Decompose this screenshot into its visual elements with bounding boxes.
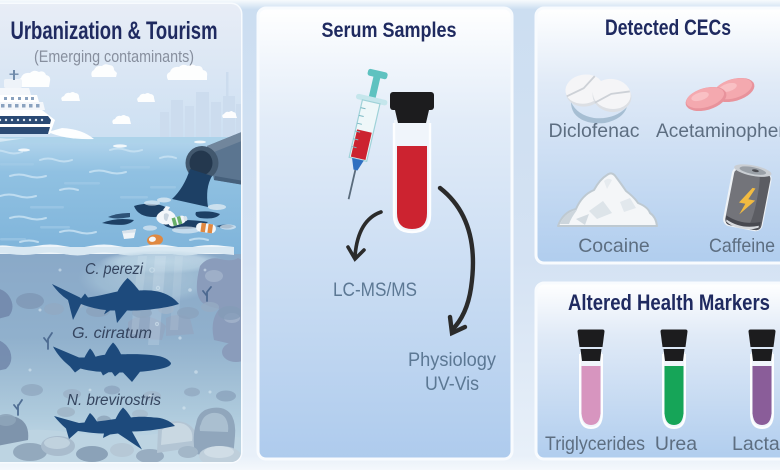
svg-text:G. cirratum: G. cirratum (72, 325, 152, 342)
svg-text:Urea: Urea (655, 433, 697, 455)
svg-text:Diclofenac: Diclofenac (549, 120, 640, 142)
svg-text:Lactate: Lactate (732, 433, 780, 455)
svg-text:C. perezi: C. perezi (85, 261, 144, 278)
svg-text:Physiology: Physiology (408, 350, 496, 371)
svg-text:Urbanization & Tourism: Urbanization & Tourism (11, 17, 218, 45)
svg-text:LC-MS/MS: LC-MS/MS (333, 280, 417, 301)
svg-text:N. brevirostris: N. brevirostris (67, 392, 161, 409)
svg-text:(Emerging contaminants): (Emerging contaminants) (34, 47, 194, 66)
svg-text:Triglycerides: Triglycerides (545, 433, 645, 455)
svg-text:UV-Vis: UV-Vis (425, 374, 479, 395)
svg-text:Serum Samples: Serum Samples (322, 19, 457, 42)
svg-text:Altered Health Markers: Altered Health Markers (568, 290, 770, 315)
svg-text:Acetaminophen: Acetaminophen (656, 120, 780, 142)
svg-text:Caffeine: Caffeine (709, 235, 775, 257)
svg-text:Cocaine: Cocaine (578, 235, 650, 257)
svg-text:Detected CECs: Detected CECs (605, 15, 731, 40)
